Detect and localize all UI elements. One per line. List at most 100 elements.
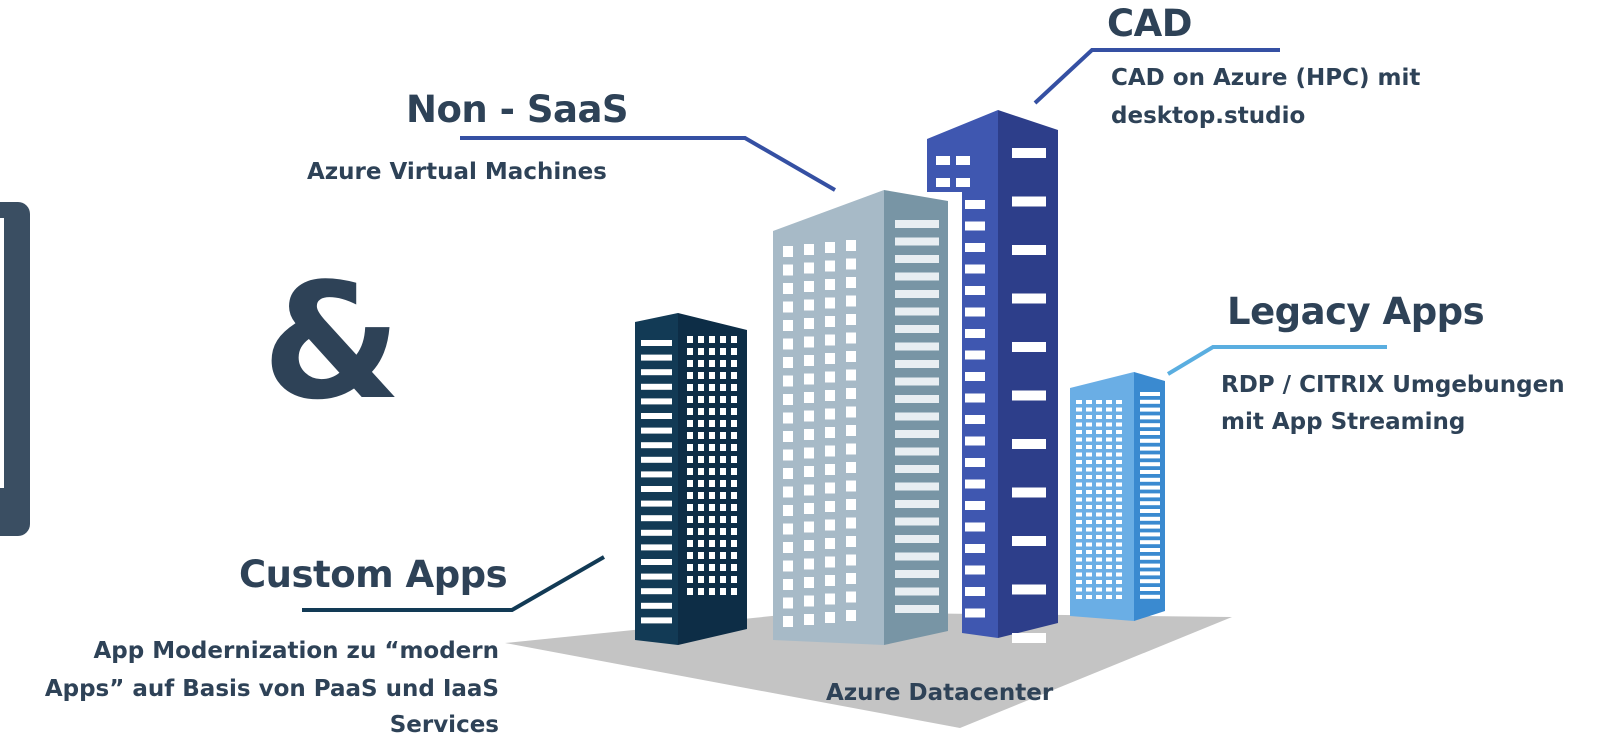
building-window bbox=[783, 375, 793, 387]
building-window bbox=[895, 255, 939, 263]
building-window bbox=[1116, 437, 1122, 442]
building-window bbox=[846, 573, 856, 584]
building-window bbox=[965, 501, 985, 510]
building-window bbox=[804, 392, 814, 403]
building-window bbox=[1140, 454, 1160, 459]
building-window bbox=[825, 519, 835, 531]
building-window bbox=[825, 390, 835, 401]
non-saas-title: Non - SaaS bbox=[406, 88, 629, 131]
building-window bbox=[731, 516, 737, 523]
building-window bbox=[1012, 487, 1046, 498]
building-window bbox=[895, 482, 939, 491]
building-window bbox=[1106, 460, 1112, 464]
building-window bbox=[1096, 415, 1102, 419]
building-window bbox=[1096, 400, 1102, 404]
building-window bbox=[698, 384, 704, 391]
building-window bbox=[846, 406, 856, 418]
building-window bbox=[783, 616, 793, 627]
building-window bbox=[1096, 422, 1102, 427]
building-window bbox=[783, 394, 793, 405]
building-window bbox=[804, 262, 814, 274]
building-window bbox=[1076, 512, 1082, 517]
building-window bbox=[698, 348, 704, 355]
building-window bbox=[846, 462, 856, 473]
building-window bbox=[687, 480, 693, 487]
building-window bbox=[641, 427, 672, 434]
building-window bbox=[687, 456, 693, 463]
building-window bbox=[783, 542, 793, 553]
building-window bbox=[641, 559, 672, 565]
building-window bbox=[698, 420, 704, 427]
building-window bbox=[720, 552, 726, 559]
building-window bbox=[825, 482, 835, 494]
building-window bbox=[846, 425, 856, 436]
building-window bbox=[1086, 512, 1092, 517]
device-frame bbox=[0, 202, 30, 536]
building-window bbox=[1106, 452, 1112, 457]
building-window bbox=[1086, 587, 1092, 592]
building-window bbox=[698, 480, 704, 487]
building-window bbox=[895, 587, 939, 596]
building-window bbox=[1012, 584, 1046, 595]
building-window bbox=[1116, 475, 1122, 479]
building-window bbox=[1096, 467, 1102, 472]
building-window bbox=[1096, 407, 1102, 412]
building-window bbox=[698, 576, 704, 583]
building-window bbox=[895, 465, 939, 473]
building-window bbox=[1106, 587, 1112, 592]
building-window bbox=[1076, 407, 1082, 412]
building-window bbox=[1076, 580, 1082, 584]
building-window bbox=[825, 612, 835, 623]
building-window bbox=[1106, 520, 1112, 524]
building-window bbox=[698, 396, 704, 403]
building-window bbox=[687, 348, 693, 355]
building-window bbox=[895, 290, 939, 298]
building-window bbox=[1076, 572, 1082, 577]
building-window bbox=[1106, 422, 1112, 427]
building-window bbox=[731, 372, 737, 379]
building-window bbox=[1076, 550, 1082, 554]
leader-custom bbox=[302, 555, 605, 612]
building-window bbox=[1086, 542, 1092, 547]
building-window bbox=[720, 384, 726, 391]
building-window bbox=[641, 369, 672, 376]
legacy-description-line1: RDP / CITRIX Umgebungen bbox=[1221, 372, 1565, 398]
building-window bbox=[965, 286, 985, 295]
building-window bbox=[1086, 527, 1092, 532]
building-window bbox=[783, 283, 793, 294]
building-window bbox=[825, 464, 835, 475]
building-window bbox=[1116, 467, 1122, 472]
building-window bbox=[731, 420, 737, 427]
building-window bbox=[1086, 490, 1092, 494]
building-window bbox=[687, 384, 693, 391]
building-window bbox=[1106, 430, 1112, 434]
building-window bbox=[641, 354, 672, 361]
building-window bbox=[1096, 580, 1102, 584]
building-window bbox=[1140, 392, 1160, 396]
building-window bbox=[804, 577, 814, 588]
building-window bbox=[1096, 565, 1102, 569]
building-window bbox=[895, 237, 939, 246]
building-window bbox=[698, 540, 704, 547]
building-window bbox=[1096, 520, 1102, 524]
building-window bbox=[731, 396, 737, 403]
building-window bbox=[1106, 467, 1112, 472]
building-window bbox=[804, 503, 814, 514]
building-window bbox=[687, 444, 693, 451]
building-window bbox=[825, 445, 835, 457]
building-window bbox=[731, 432, 737, 439]
building-window bbox=[698, 552, 704, 559]
building-window bbox=[709, 444, 715, 451]
building-window bbox=[1086, 535, 1092, 539]
building-window bbox=[965, 200, 985, 209]
building-window bbox=[641, 383, 672, 390]
building-window bbox=[1076, 475, 1082, 479]
building-window bbox=[687, 504, 693, 511]
building-window bbox=[825, 353, 835, 364]
building-window bbox=[687, 336, 693, 343]
building-window bbox=[965, 522, 985, 532]
building-window bbox=[1116, 580, 1122, 584]
building-window bbox=[1096, 505, 1102, 509]
building-window bbox=[1140, 477, 1160, 482]
